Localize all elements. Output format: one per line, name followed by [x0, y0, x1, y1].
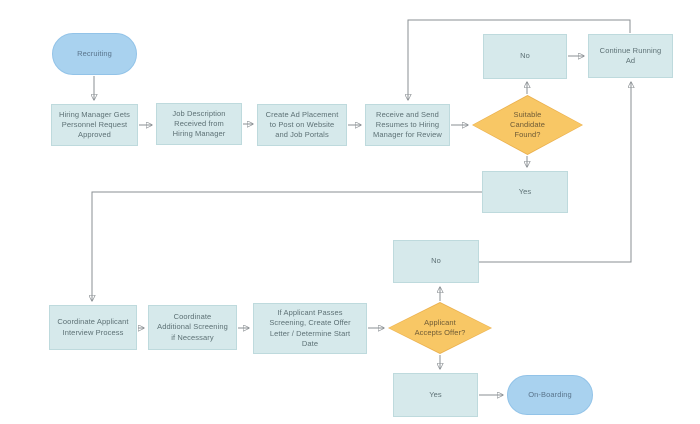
node-label: Yes — [518, 186, 532, 196]
node-interview-process: Coordinate Applicant Interview Process — [49, 305, 137, 350]
node-label: Hiring Manager Gets Personnel Request Ap… — [58, 109, 131, 140]
node-receive-resumes: Receive and Send Resumes to Hiring Manag… — [365, 104, 450, 146]
node-label: On-Boarding — [528, 389, 572, 399]
node-label: Create Ad Placement to Post on Website a… — [265, 109, 339, 140]
node-no-offer: No — [393, 240, 479, 283]
node-create-ad: Create Ad Placement to Post on Website a… — [257, 104, 347, 146]
node-label: No — [431, 256, 441, 266]
connector-no-offer-to-continue-ad — [479, 82, 631, 263]
connector-yes-to-interview-process — [92, 191, 482, 301]
node-label: Suitable Candidate Found? — [509, 109, 546, 140]
node-continue-running-ad: Continue Running Ad — [588, 34, 673, 78]
node-label: Coordinate Applicant Interview Process — [57, 317, 129, 337]
node-label: Recruiting — [77, 48, 112, 58]
node-onboarding: On-Boarding — [507, 375, 593, 415]
node-no-candidate: No — [483, 34, 567, 79]
node-yes-candidate: Yes — [482, 171, 568, 213]
node-request-approved: Hiring Manager Gets Personnel Request Ap… — [51, 104, 138, 146]
node-label: Receive and Send Resumes to Hiring Manag… — [373, 109, 442, 140]
node-recruiting: Recruiting — [52, 33, 137, 75]
node-additional-screening: Coordinate Additional Screening if Neces… — [148, 305, 237, 350]
node-label: Coordinate Additional Screening if Neces… — [157, 312, 228, 342]
node-label: Continue Running Ad — [599, 45, 662, 65]
node-job-description: Job Description Received from Hiring Man… — [156, 103, 242, 145]
node-label: Job Description Received from Hiring Man… — [172, 108, 226, 139]
node-label: If Applicant Passes Screening, Create Of… — [269, 308, 351, 348]
node-label: No — [520, 51, 530, 61]
node-label: Applicant Accepts Offer? — [414, 317, 466, 337]
node-label: Yes — [429, 389, 442, 399]
node-offer-letter: If Applicant Passes Screening, Create Of… — [253, 303, 367, 354]
node-yes-offer: Yes — [393, 373, 478, 417]
connector-continue-ad-to-receive-resumes — [408, 19, 631, 100]
